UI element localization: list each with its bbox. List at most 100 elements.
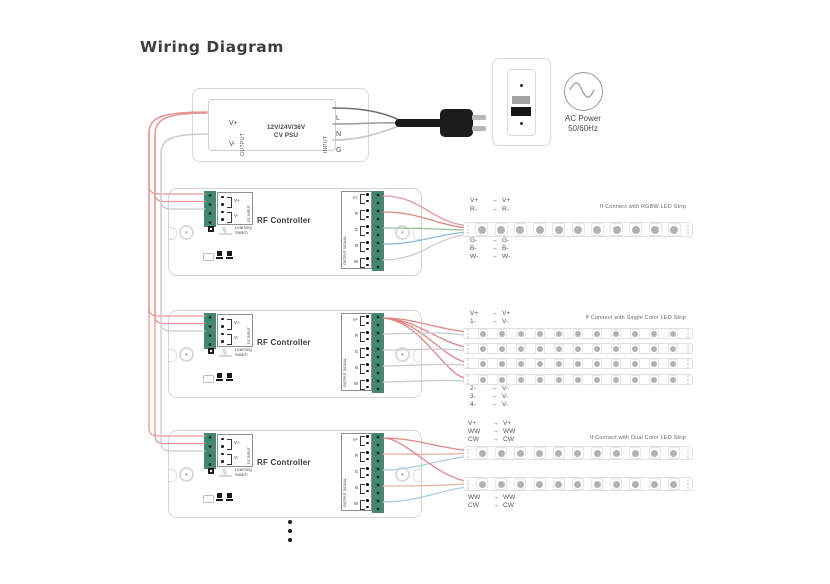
output-terminal-block bbox=[372, 433, 384, 513]
led-chip-icon bbox=[668, 358, 678, 369]
psu-dc-wires bbox=[148, 111, 208, 452]
plug-prong-icon bbox=[472, 126, 486, 131]
arrow-icon: → bbox=[492, 494, 499, 501]
mounting-slot-icon bbox=[169, 349, 177, 362]
psu-body: V+ V- OUTPUT 12V/24V/36V CV PSU INPUT L … bbox=[208, 99, 341, 156]
terminal-dot bbox=[221, 218, 224, 221]
controller-title: RF Controller bbox=[257, 458, 311, 467]
continuation-dots-icon bbox=[288, 520, 292, 542]
led-chip-icon bbox=[513, 223, 527, 236]
wire-label: V+→V+ bbox=[470, 197, 511, 204]
mounting-hole-icon bbox=[179, 225, 194, 240]
wire-label: 2-→V- bbox=[470, 385, 509, 392]
psu-module: V+ V- OUTPUT 12V/24V/36V CV PSU INPUT L … bbox=[192, 88, 369, 162]
terminal-label: V+ bbox=[352, 437, 358, 442]
ac-power-line2: 50/60Hz bbox=[568, 123, 598, 133]
led-chip-icon bbox=[610, 478, 623, 490]
output-terminal-block bbox=[372, 313, 384, 393]
led-chip-icon bbox=[552, 223, 566, 236]
led-chip-icon bbox=[495, 478, 508, 490]
psu-vplus-label: V+ bbox=[229, 120, 238, 127]
wall-outlet-icon bbox=[492, 58, 551, 146]
led-chip-icon bbox=[478, 343, 488, 354]
solder-pads-icon bbox=[467, 329, 469, 338]
arrow-icon: → bbox=[491, 385, 498, 392]
status-led-icon bbox=[208, 348, 214, 354]
led-chip-icon bbox=[535, 343, 545, 354]
solder-pads-icon bbox=[686, 479, 689, 489]
led-chip-icon bbox=[478, 374, 488, 385]
arrow-icon: → bbox=[492, 436, 499, 443]
wire-label: R-→R- bbox=[470, 206, 509, 213]
mounting-hole-icon bbox=[179, 467, 194, 482]
arrow-icon: → bbox=[491, 206, 498, 213]
rf-controller-2: V+ V- DC INPUT Learning Switch RF Contro… bbox=[168, 310, 422, 398]
terminal-dot bbox=[221, 437, 224, 441]
led-chip-icon bbox=[629, 223, 643, 236]
terminal-dot bbox=[221, 452, 224, 456]
ac-sine-icon bbox=[564, 72, 603, 111]
page-title: Wiring Diagram bbox=[140, 38, 284, 56]
button-icons bbox=[216, 373, 233, 381]
output-signal-label: OUTPUT SIGNAL bbox=[343, 478, 347, 507]
dc-vplus-label: V+ bbox=[234, 197, 240, 203]
dc-input-terminal-block bbox=[204, 191, 216, 227]
dc-vplus-label: V+ bbox=[234, 319, 240, 325]
button-icons bbox=[216, 251, 233, 259]
led-chip-icon bbox=[668, 374, 678, 385]
bracket-icon bbox=[227, 453, 232, 465]
terminal-dot bbox=[221, 460, 224, 463]
led-chip-icon bbox=[610, 223, 623, 236]
led-chip-icon bbox=[476, 478, 489, 490]
terminal-dot bbox=[221, 203, 224, 206]
learning-switch-icon bbox=[219, 468, 232, 477]
led-strip-dual-2 bbox=[463, 477, 693, 491]
outlet-slot-icon bbox=[512, 96, 530, 104]
led-chip-icon bbox=[571, 223, 585, 236]
dc-vminus-label: V- bbox=[234, 454, 239, 460]
mini-port-icon bbox=[203, 495, 214, 503]
mounting-slot-icon bbox=[413, 349, 421, 362]
dc-vminus-label: V- bbox=[234, 212, 239, 218]
solder-pads-icon bbox=[467, 448, 469, 458]
led-chip-icon bbox=[611, 374, 621, 385]
mounting-hole-icon bbox=[179, 347, 194, 362]
wire-label: V+→V+ bbox=[470, 310, 511, 317]
led-chip-icon bbox=[554, 374, 564, 385]
output-signal-label: OUTPUT SIGNAL bbox=[343, 236, 347, 265]
solder-pads-icon bbox=[687, 344, 689, 353]
bracket-icon bbox=[227, 318, 232, 330]
led-chip-icon bbox=[591, 447, 604, 459]
led-chip-icon bbox=[611, 343, 621, 354]
led-chip-icon bbox=[610, 447, 623, 459]
led-chip-icon bbox=[630, 343, 640, 354]
psu-live-label: L bbox=[336, 115, 340, 122]
learning-switch-label: Learning Switch bbox=[235, 347, 252, 357]
rf-controller-3: V+ V- DC INPUT Learning Switch RF Contro… bbox=[168, 430, 422, 518]
plug-prong-icon bbox=[472, 115, 486, 120]
wire-label: 4-→V- bbox=[470, 401, 509, 408]
led-chip-icon bbox=[611, 328, 621, 339]
led-strip-single-2 bbox=[463, 343, 693, 354]
arrow-icon: → bbox=[491, 393, 498, 400]
led-chip-icon bbox=[667, 447, 680, 459]
terminal-dot bbox=[221, 332, 224, 336]
terminal-label: R bbox=[354, 453, 358, 458]
status-led-icon bbox=[208, 226, 214, 232]
wire-label: V+→V+ bbox=[468, 420, 512, 427]
led-chip-icon bbox=[573, 343, 583, 354]
dc-input-label: DC INPUT bbox=[247, 447, 251, 464]
led-chip-icon bbox=[475, 223, 489, 236]
terminal-label: G bbox=[354, 469, 358, 474]
led-chip-icon bbox=[629, 447, 642, 459]
terminal-dot bbox=[221, 210, 224, 214]
solder-pads-icon bbox=[687, 375, 689, 384]
wire-label: G-→G- bbox=[470, 237, 510, 244]
led-chip-icon bbox=[573, 374, 583, 385]
mounting-slot-icon bbox=[169, 469, 177, 482]
mini-port-icon bbox=[203, 253, 214, 261]
led-chip-icon bbox=[649, 343, 659, 354]
led-chip-icon bbox=[514, 478, 527, 490]
led-chip-icon bbox=[497, 328, 507, 339]
output-signal-panel: OUTPUT SIGNAL V+ R G B W bbox=[341, 433, 372, 511]
